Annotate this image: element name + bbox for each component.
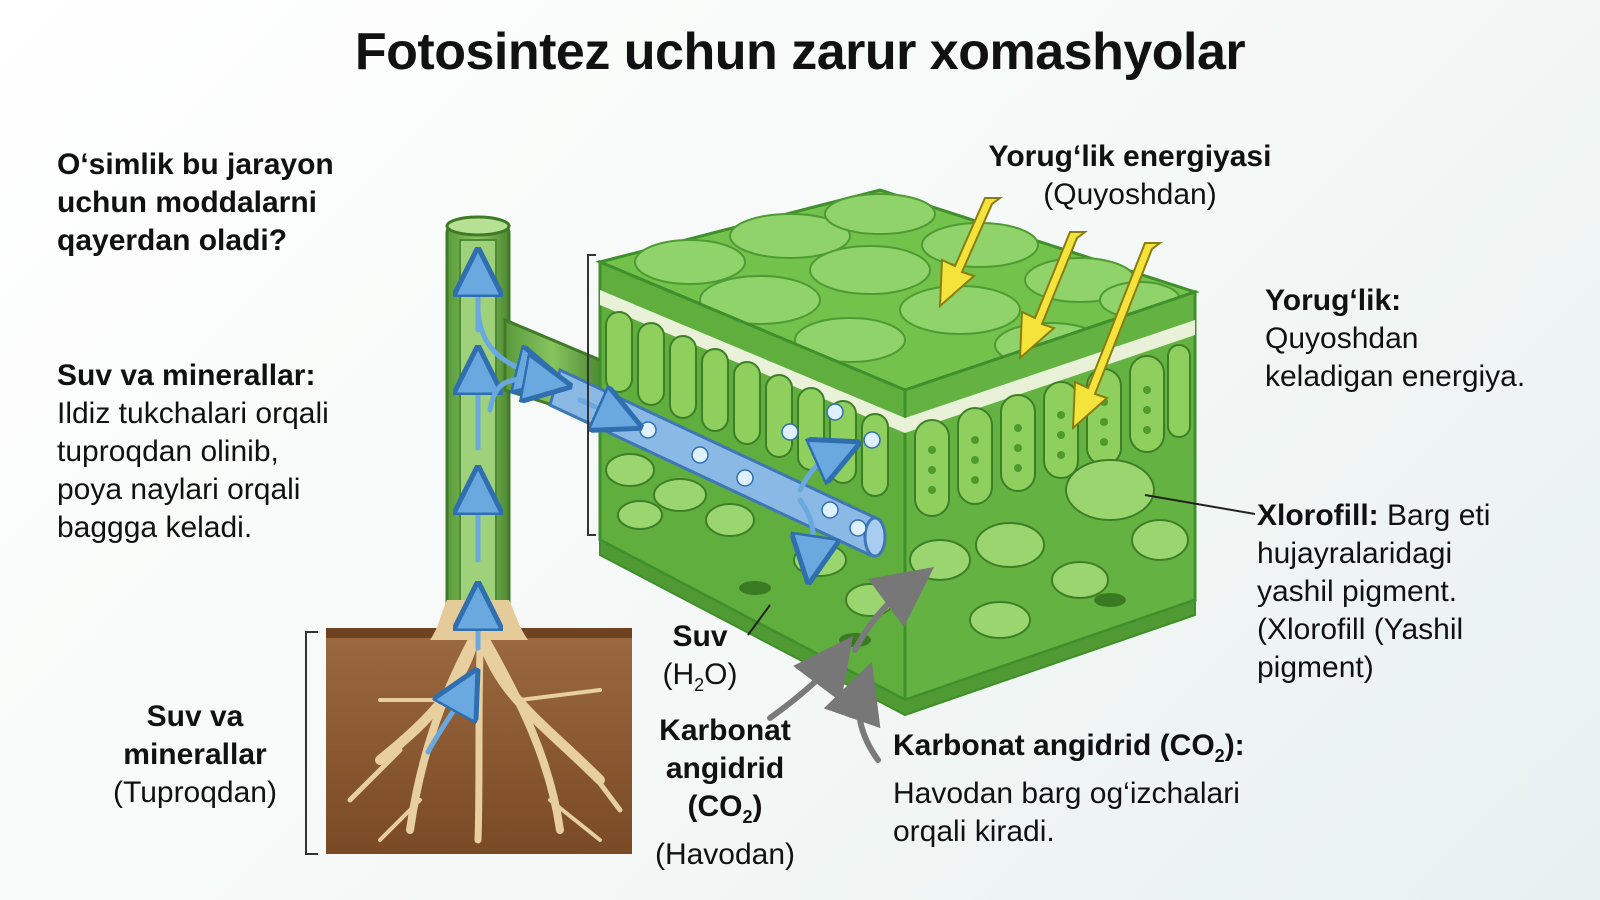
page-title: Fotosintez uchun zarur xomashyolar [354,23,1246,81]
roots [347,615,623,844]
co2-label: Karbonat angidrid (CO2) (Havodan) [654,714,796,871]
water-flow-arrow [425,272,838,755]
co2-explanation: Karbonat angidrid (CO2): Havodan barg og… [893,729,1245,848]
light-explanation: Yorug‘lik: Quyoshdan keladigan energiya. [1265,284,1526,393]
soil-label: Suv va minerallar (Tuproqdan) [113,700,277,809]
water-label: Suv (H2O) [662,620,738,695]
bracket-soil [305,631,318,855]
bracket-leaf [587,254,596,536]
pointer-lines [747,494,1256,636]
light-energy-label: Yorug‘lik energiyasi (Quyoshdan) [988,140,1272,211]
question-text: O‘simlik bu jarayon uchun moddalarni qay… [57,148,334,257]
co2-arrow [767,566,934,763]
sun-ray-arrow [938,197,1163,431]
chlorophyll-explanation: Xlorofill: Barg eti hujayralaridagi yash… [1257,499,1491,684]
stem [430,215,602,640]
water-minerals-explanation: Suv va minerallar: Ildiz tukchalari orqa… [57,359,329,544]
